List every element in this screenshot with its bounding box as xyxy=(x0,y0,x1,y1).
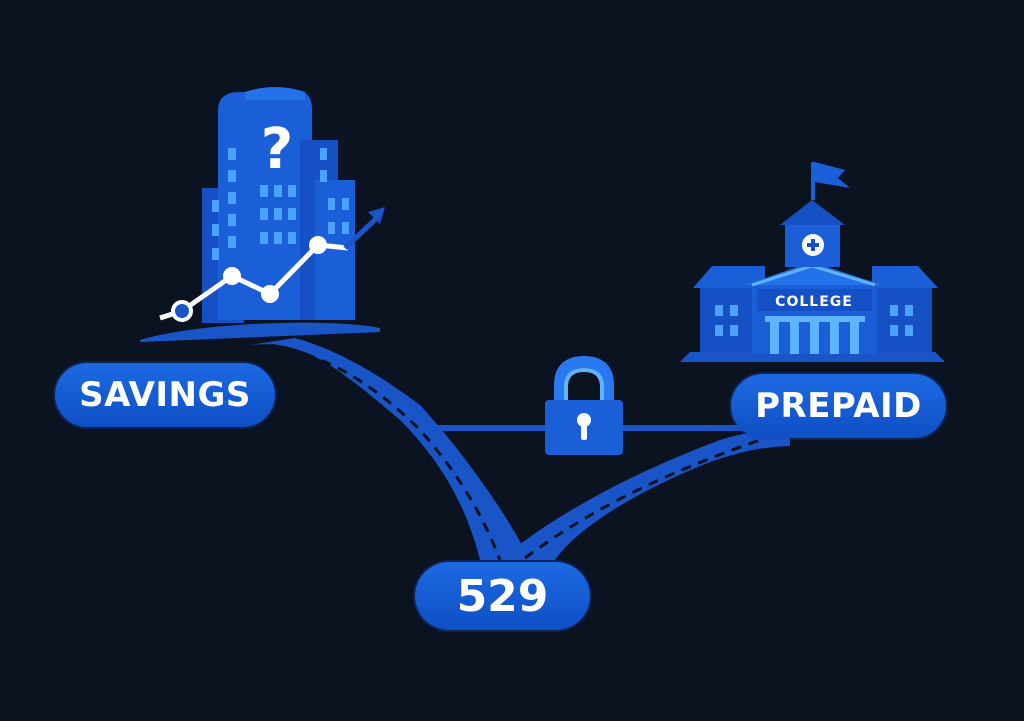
college-building-icon: COLLEGE xyxy=(680,162,945,362)
plan-529-node: 529 xyxy=(415,562,590,630)
growth-line-chart-icon xyxy=(159,207,385,322)
road-savings-to-529 xyxy=(250,338,530,560)
prepaid-node: PREPAID xyxy=(731,374,946,438)
road-prepaid-to-529 xyxy=(500,430,790,560)
roads xyxy=(250,338,790,561)
savings-node: SAVINGS xyxy=(55,363,275,427)
road-prepaid-to-529-lane xyxy=(524,438,761,560)
college-sign-text: COLLEGE xyxy=(775,294,853,310)
question-mark: ? xyxy=(261,117,293,182)
office-building-icon: ? xyxy=(140,87,380,342)
padlock-icon xyxy=(545,355,623,455)
road-savings-to-529-lane xyxy=(269,343,502,561)
